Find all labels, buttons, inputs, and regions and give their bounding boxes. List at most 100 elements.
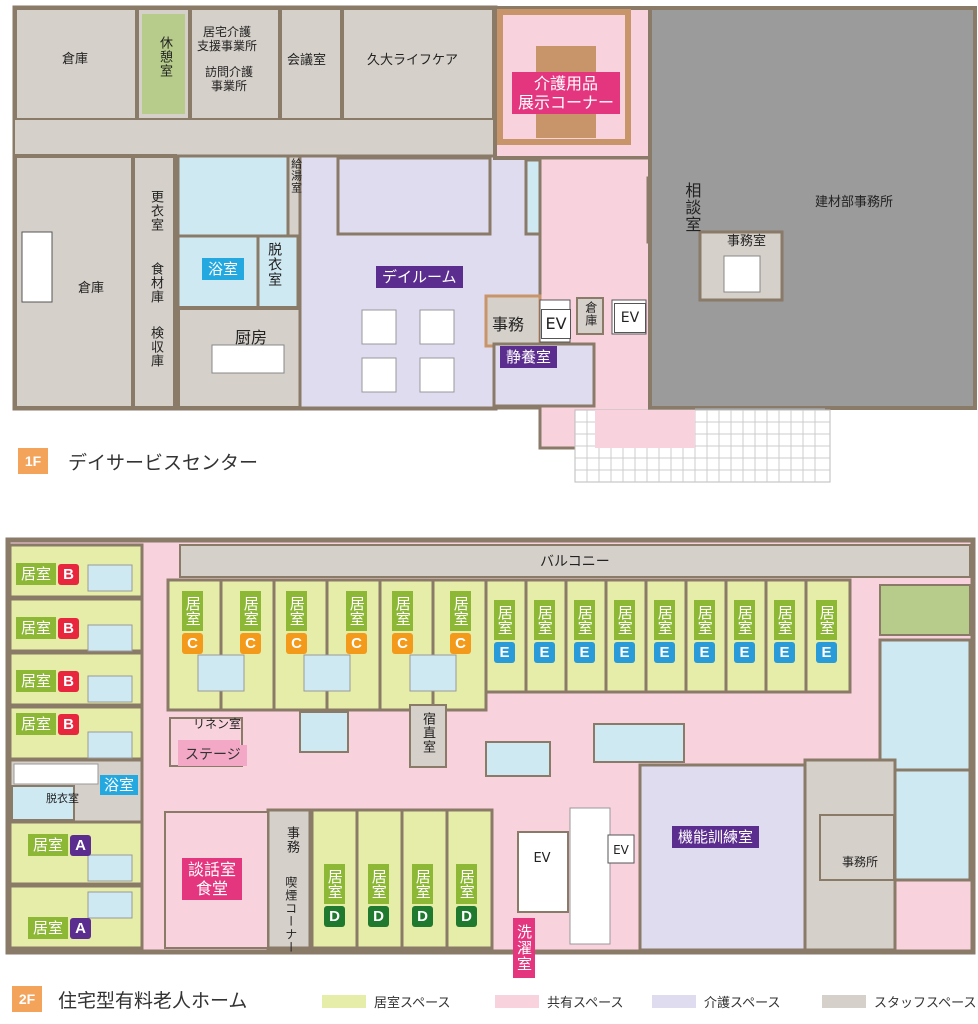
linen-room-label: リネン室 (193, 717, 242, 731)
room-label: 居室 (412, 864, 433, 904)
legend-swatch (822, 995, 866, 1008)
laundry-tag: 洗濯室 (513, 918, 535, 978)
room-label: 居室 (16, 617, 57, 639)
legend-swatch (495, 995, 539, 1008)
small-storage-label: 倉庫 (583, 301, 598, 327)
elevator-1-box: EV (541, 309, 571, 339)
room-letter: B (58, 617, 80, 639)
care-office-a-label: 居宅介護 支援事業所 (197, 25, 258, 53)
bath-tag: 浴室 (202, 258, 245, 280)
room-label: 居室 (774, 600, 795, 640)
floor1-title: デイサービスセンター (68, 452, 259, 474)
floor2-badge: 2F (12, 986, 42, 1012)
room-letter: D (368, 906, 389, 927)
legend-label: スタッフスペース (874, 996, 977, 1011)
room-label: 居室 (346, 591, 367, 631)
legend-item-room: 居室スペース (322, 992, 450, 1011)
office-desk-label: 事務 (492, 315, 525, 334)
room-letter: B (58, 563, 80, 585)
room-letter: B (58, 713, 80, 735)
legend-item-shared: 共有スペース (495, 992, 623, 1011)
room-letter: C (286, 633, 307, 654)
room-letter: B (58, 670, 80, 692)
room-label: 居室 (28, 917, 69, 939)
kitchen-label: 厨房 (235, 328, 268, 347)
dining-tag: 談話室 食堂 (182, 858, 243, 901)
room-letter: D (412, 906, 433, 927)
room-letter: D (456, 906, 477, 927)
dressing-2f-label: 脱衣室 (46, 792, 79, 805)
room-label: 居室 (16, 563, 57, 585)
floor1-plan (12, 5, 977, 483)
smoking-corner-label: 喫煙コーナー (283, 876, 298, 954)
room-label: 居室 (240, 591, 261, 631)
lifecare-label: 久大ライフケア (367, 53, 459, 68)
office-2f-label: 事務所 (842, 855, 879, 869)
elevator-2f-1-box: EV (533, 851, 551, 866)
office-small-label: 事務 (283, 826, 299, 854)
office-room-label: 事務室 (727, 234, 767, 249)
legend-item-staff: スタッフスペース (822, 992, 976, 1011)
balcony-label: バルコニー (540, 554, 610, 570)
display-corner-tag: 介護用品 展示コーナー (512, 72, 621, 115)
room-letter: C (392, 633, 413, 654)
room-letter: A (70, 917, 92, 939)
room-letter: E (654, 642, 675, 663)
room-label: 居室 (450, 591, 471, 631)
room-label: 居室 (286, 591, 307, 631)
legend-label: 居室スペース (374, 996, 451, 1011)
room-letter: E (534, 642, 555, 663)
room-label: 居室 (368, 864, 389, 904)
dressing-room-label: 脱衣室 (266, 242, 283, 287)
legend-item-care: 介護スペース (652, 992, 780, 1011)
room-letter: E (816, 642, 837, 663)
room-letter: A (70, 834, 92, 856)
room-label: 居室 (816, 600, 837, 640)
legend-label: 介護スペース (704, 996, 781, 1011)
room-letter: C (182, 633, 203, 654)
room-letter: C (240, 633, 261, 654)
storage-top-label: 倉庫 (62, 52, 89, 67)
room-label: 居室 (182, 591, 203, 631)
room-letter: E (734, 642, 755, 663)
food-storage-label: 食材庫 (147, 262, 163, 304)
room-letter: E (774, 642, 795, 663)
room-letter: E (614, 642, 635, 663)
floor2-title: 住宅型有料老人ホーム (58, 990, 248, 1012)
building-office-label: 建材部事務所 (815, 195, 894, 210)
room-label: 居室 (16, 713, 57, 735)
stage-tag: ステージ (179, 745, 247, 766)
night-duty-label: 宿直室 (419, 712, 435, 754)
consult-room-label: 相談室 (682, 182, 702, 233)
room-label: 居室 (534, 600, 555, 640)
room-label: 居室 (392, 591, 413, 631)
room-label: 居室 (456, 864, 477, 904)
inspection-storage-label: 検収庫 (147, 326, 163, 368)
room-label: 居室 (494, 600, 515, 640)
training-room-tag: 機能訓練室 (672, 826, 760, 848)
bath-2f-tag: 浴室 (100, 775, 139, 795)
room-label: 居室 (734, 600, 755, 640)
room-label: 居室 (574, 600, 595, 640)
room-letter: E (694, 642, 715, 663)
storage-left-label: 倉庫 (78, 281, 105, 296)
